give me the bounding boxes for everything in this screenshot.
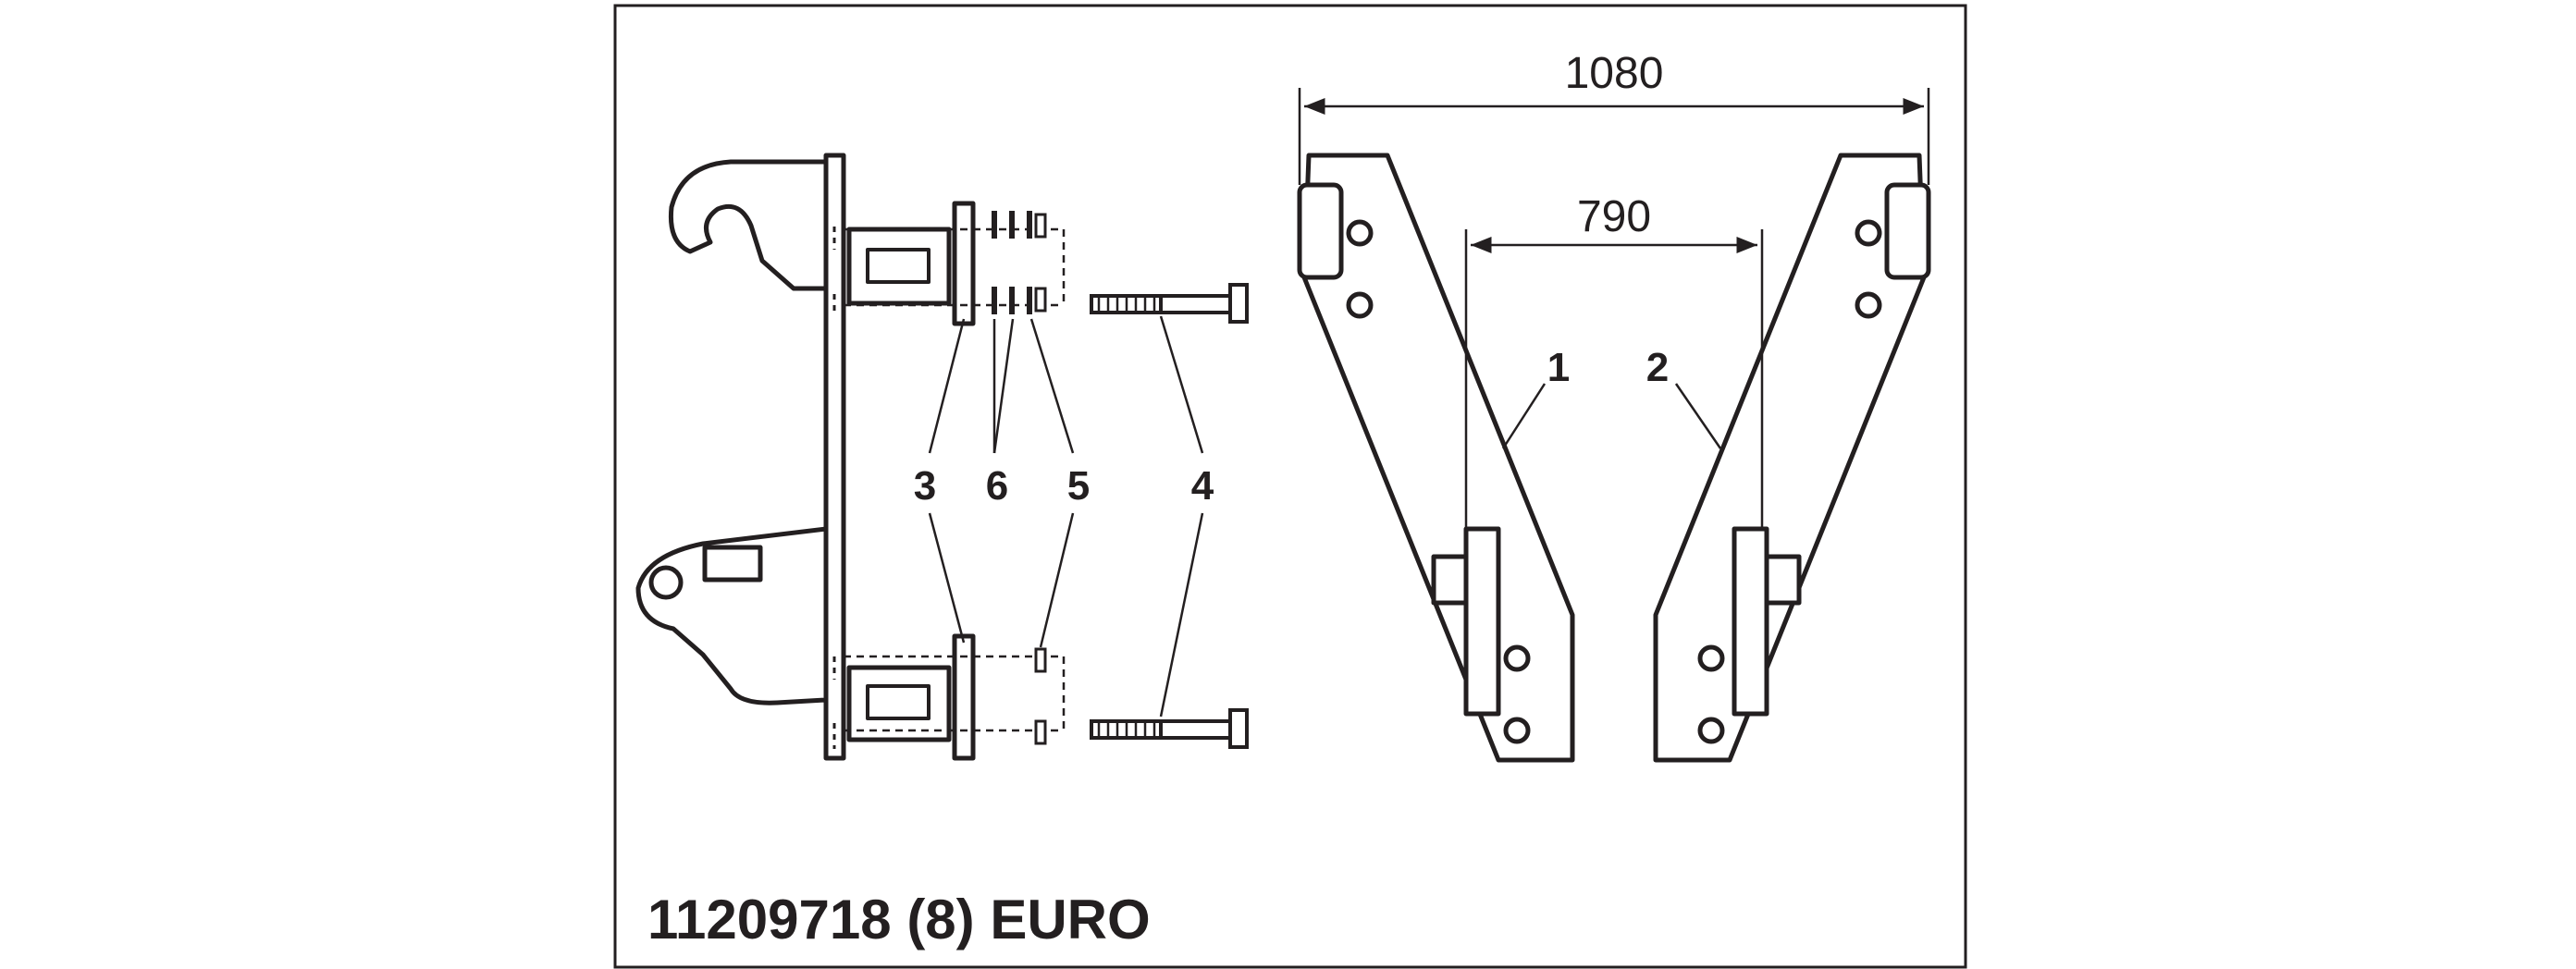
dimension-lines bbox=[1298, 88, 1930, 529]
right-arm-end-block bbox=[1884, 182, 1931, 280]
callout-1: 1 bbox=[1547, 345, 1570, 390]
left-arm-end-block bbox=[1297, 182, 1344, 280]
left-arm-clamp bbox=[1463, 526, 1501, 717]
dimension-outer-width: 1080 bbox=[1565, 49, 1664, 98]
lower-bolt-axis bbox=[844, 655, 1066, 732]
a-frame-top-view bbox=[1297, 153, 1931, 763]
callout-6: 6 bbox=[986, 463, 1008, 509]
hitch-side-view bbox=[635, 153, 976, 761]
upper-nuts bbox=[1034, 213, 1047, 313]
mounting-plate bbox=[823, 153, 846, 761]
right-arm-clamp bbox=[1732, 526, 1769, 717]
lower-lug bbox=[635, 526, 829, 705]
leader-lines-left bbox=[928, 315, 1204, 718]
dimension-inner-width: 790 bbox=[1577, 192, 1651, 241]
callout-3: 3 bbox=[914, 463, 936, 509]
bolt-upper bbox=[1090, 283, 1249, 324]
upper-washers bbox=[992, 211, 1032, 314]
upper-hook bbox=[668, 159, 829, 291]
lug-slot bbox=[702, 545, 763, 583]
bolt-lower bbox=[1090, 708, 1249, 749]
callout-2: 2 bbox=[1646, 345, 1669, 390]
lower-nuts bbox=[1034, 647, 1047, 745]
lug-pin-hole bbox=[648, 565, 684, 600]
diagram-caption: 11209718 (8) EURO bbox=[647, 889, 1151, 951]
leader-lines-right bbox=[1501, 383, 1722, 449]
callout-5: 5 bbox=[1067, 463, 1090, 509]
callout-4: 4 bbox=[1191, 463, 1214, 509]
lower-clamp-plate bbox=[952, 633, 976, 761]
